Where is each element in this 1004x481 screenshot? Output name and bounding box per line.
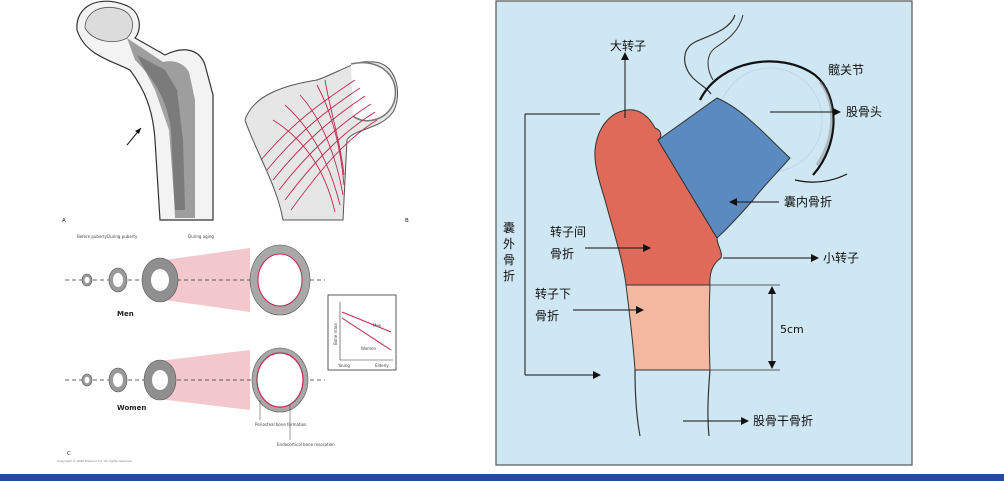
panel-label-c: C [67,451,71,457]
panel-label-a: A [62,218,66,224]
label-intracapsular-fracture: 囊内骨折 [784,194,832,209]
label-shaft-fracture: 股骨干骨折 [753,413,813,428]
inset-ylabel: Bone mass [333,323,338,345]
inset-series-men: Men [373,323,382,328]
label-lesser-trochanter: 小转子 [823,250,859,265]
group-label-women: Women [117,404,146,412]
stage-before-puberty: Before puberty [77,234,108,239]
stage-during-aging: During aging [188,234,214,239]
label-intertrochanteric-2: 骨折 [550,246,574,261]
stage-during-puberty: During puberty [107,234,138,239]
label-femoral-head: 股骨头 [846,105,882,119]
label-hip-joint: 髋关节 [828,62,864,77]
hip-fracture-diagram: 大转子 髋关节 股骨头 囊内骨折 转子间 骨折 小转子 转子下 骨折 [495,0,913,466]
panel-b-trabecular-pattern [244,61,399,221]
label-extracapsular-3: 骨 [503,253,515,267]
callout-endocortical: Endocortical bone resorption [277,442,335,447]
bottom-accent-bar [0,474,1004,481]
inset-x-end: Elderly [375,363,389,368]
inset-x-start: Young [337,363,350,368]
bone-structure-figure: A B [55,0,415,470]
label-intertrochanteric-1: 转子间 [550,224,586,239]
panel-a-femur-section [76,0,214,221]
bone-mass-inset-chart: Men Women Bone mass Young Elderly [327,294,397,371]
copyright-note: Copyright © 2006 Elsevier Inc. All right… [57,459,132,463]
label-subtrochanteric-1: 转子下 [535,286,571,301]
group-label-men: Men [117,310,134,318]
label-extracapsular-2: 外 [503,237,515,251]
inset-series-women: Women [361,346,377,351]
label-extracapsular-4: 折 [503,268,515,283]
label-subtrochanteric-2: 骨折 [535,308,559,323]
label-greater-trochanter: 大转子 [610,38,646,53]
panel-c-bone-growth: Before puberty During puberty During agi… [65,234,397,447]
label-extracapsular-1: 囊 [503,220,515,235]
panel-label-b: B [405,218,409,224]
label-distance-5cm: 5cm [780,323,804,336]
callout-periosteal: Periosteal bone formation [255,422,307,427]
